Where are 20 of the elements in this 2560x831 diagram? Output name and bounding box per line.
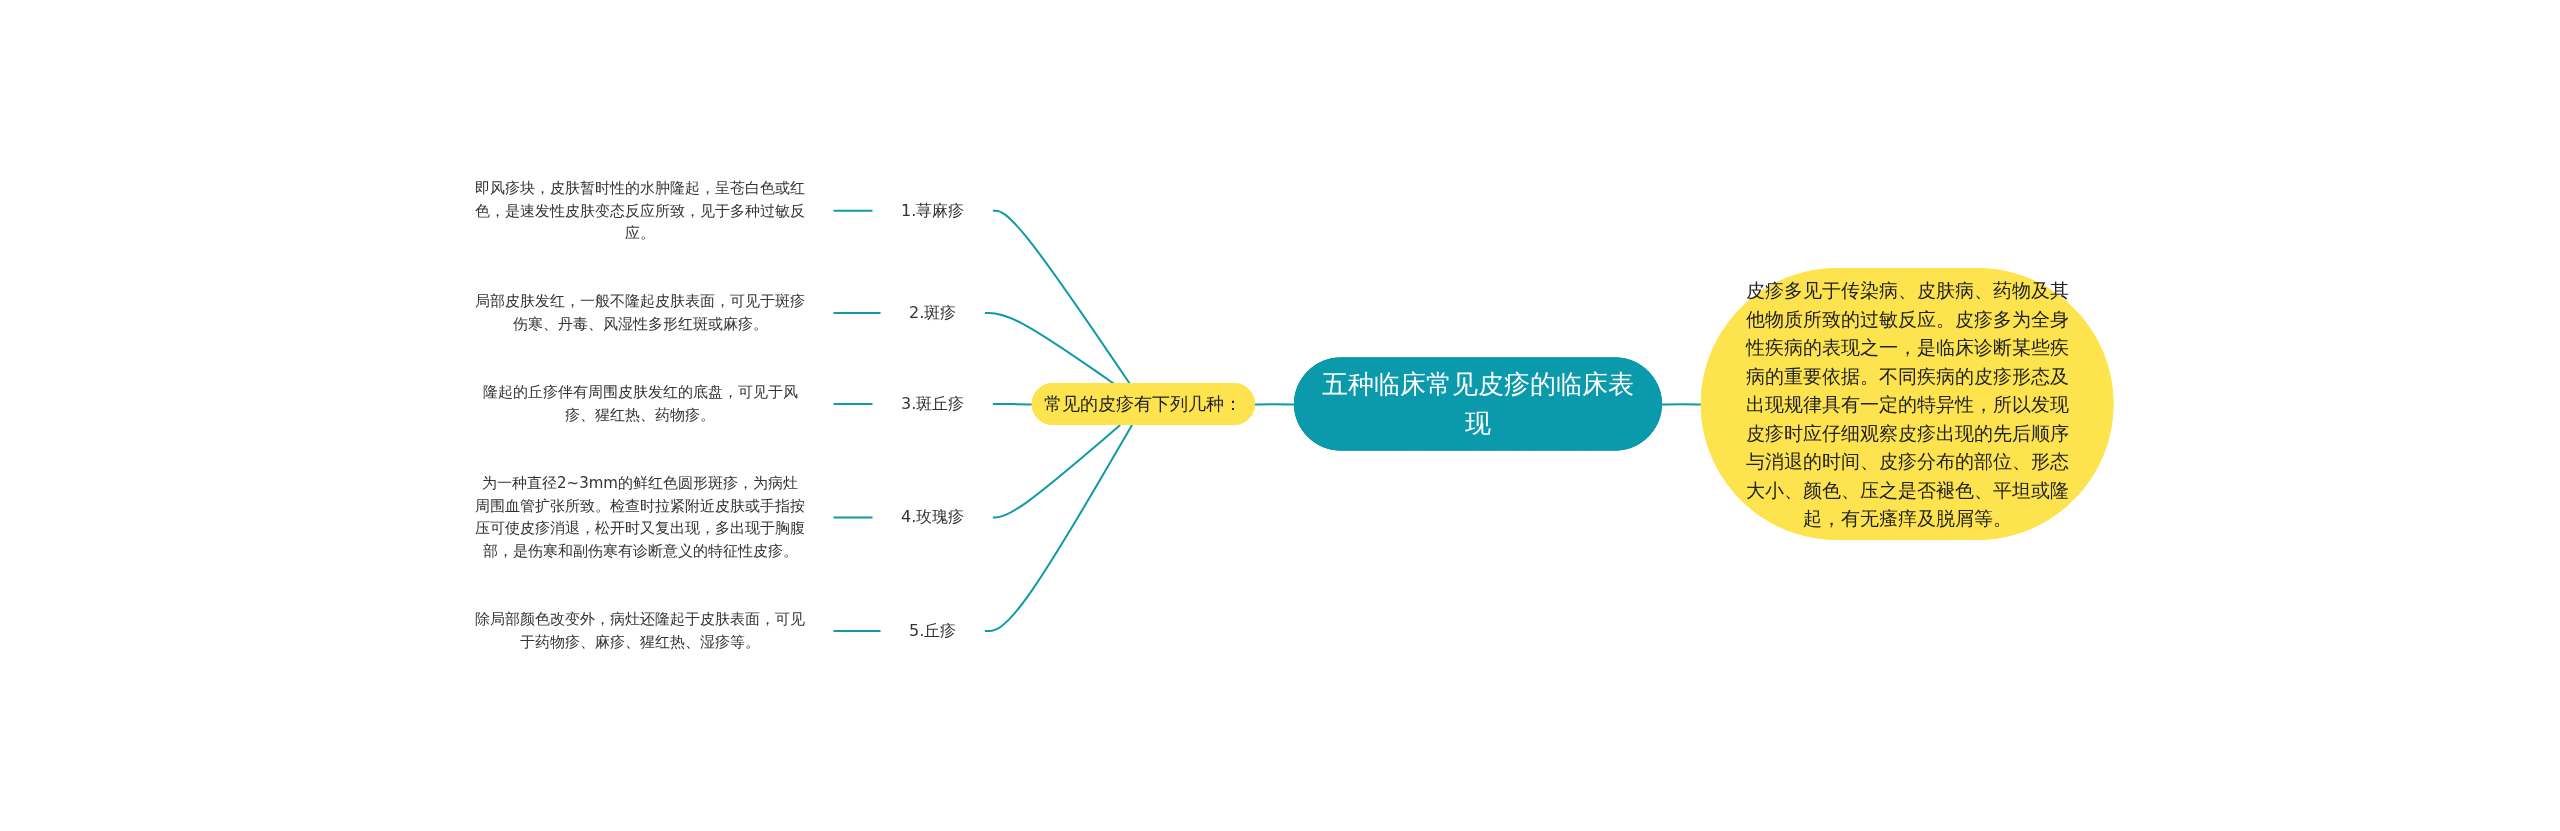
connector	[832, 516, 875, 519]
node-text: 隆起的丘疹伴有周围皮肤发红的底盘，可见于风疹、猩红热、药物疹。	[482, 383, 798, 425]
node-text: 除局部颜色改变外，病灶还隆起于皮肤表面，可见于药物疹、麻疹、猩红热、湿疹等。	[475, 610, 806, 652]
node-text: 为一种直径2~3mm的鲜红色圆形斑疹，为病灶周围血管扩张所致。检查时拉紧附近皮肤或手指按压可使皮疹消退，松开时又复出现，多出现于胸腹部，是伤寒和副伤寒有诊断意义的特征性皮疹。	[475, 474, 806, 561]
node-text: 4.玫瑰疹	[901, 507, 965, 527]
connector	[832, 312, 883, 315]
connector	[991, 424, 1122, 519]
connector	[1254, 403, 1296, 406]
node-text: 局部皮肤发红，一般不隆起皮肤表面，可见于斑疹伤寒、丹毒、风湿性多形红斑或麻疹。	[475, 292, 806, 334]
connector	[983, 424, 1134, 633]
node-text: 1.荨麻疹	[901, 201, 965, 220]
node-text: 3.斑丘疹	[901, 394, 965, 414]
node-text: 5.丘疹	[909, 621, 957, 641]
connector	[832, 630, 883, 633]
node-text: 即风疹块，皮肤暂时性的水肿隆起，呈苍白色或红色，是速发性皮肤变态反应所致，见于多种过敏反应。	[475, 179, 806, 243]
connector	[1660, 403, 1703, 406]
connector	[991, 403, 1034, 406]
node-text: 2.斑疹	[909, 303, 957, 323]
connector	[832, 403, 875, 406]
connector	[832, 210, 875, 212]
